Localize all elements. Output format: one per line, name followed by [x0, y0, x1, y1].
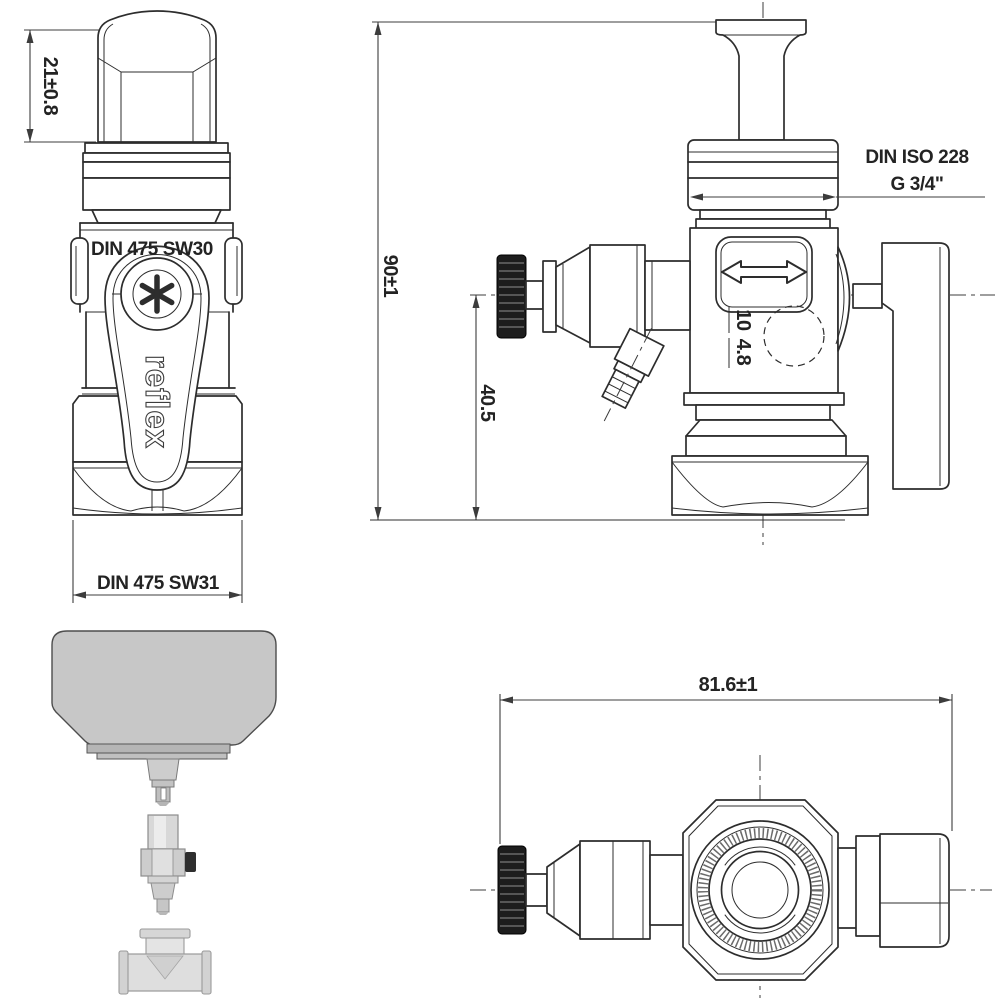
hose-barb — [601, 327, 665, 422]
valve-body-top — [682, 799, 839, 981]
valve-side-tab — [185, 852, 196, 872]
dim-total-height: 90±1 — [379, 255, 401, 298]
valve-handle — [104, 245, 210, 511]
push-pin — [715, 19, 807, 141]
brand-reflex: reflex — [139, 355, 176, 449]
knurled-knob — [497, 845, 527, 935]
screw-head-icon — [139, 274, 175, 314]
threaded-cap — [687, 139, 985, 230]
top-view: 81.6±1 — [470, 674, 992, 998]
valve-cap — [97, 10, 217, 143]
dim-width: 81.6±1 — [699, 674, 758, 696]
tee-fitting — [118, 928, 212, 995]
drain-valve-top — [497, 840, 684, 940]
installation-view — [51, 630, 277, 995]
front-view: 21±0.8 DIN 475 SW30 DIN 475 SW31 reflex — [24, 10, 243, 603]
label-din475-sw30: DIN 475 SW30 — [91, 239, 213, 260]
expansion-tank — [51, 630, 277, 746]
collar-rings — [82, 142, 231, 224]
bore-dashed-circle — [763, 305, 825, 367]
dim-bore-48: 4.8 — [732, 339, 754, 366]
bottom-connection — [671, 392, 869, 516]
label-thread-size: G 3/4" — [890, 174, 943, 195]
side-handle — [881, 242, 950, 490]
tank-connector — [146, 758, 180, 806]
drain-valve — [496, 244, 691, 348]
knurl-ring — [698, 828, 822, 952]
dim-bore-10: 10 — [732, 309, 754, 331]
label-din-iso-228: DIN ISO 228 — [865, 147, 968, 168]
label-din475-sw31: DIN 475 SW31 — [97, 573, 220, 594]
quick-coupling-valve — [140, 814, 196, 915]
flow-direction-arrow-icon — [721, 260, 807, 284]
flow-window — [715, 236, 813, 313]
knurled-knob — [496, 254, 527, 339]
dim-cap-height: 21±0.8 — [39, 57, 61, 116]
side-view: 90±1 40.5 DIN ISO 228 G 3/4" 10 4.8 — [370, 2, 995, 545]
dim-drain-axis: 40.5 — [476, 384, 498, 422]
side-handle-top — [837, 833, 950, 948]
